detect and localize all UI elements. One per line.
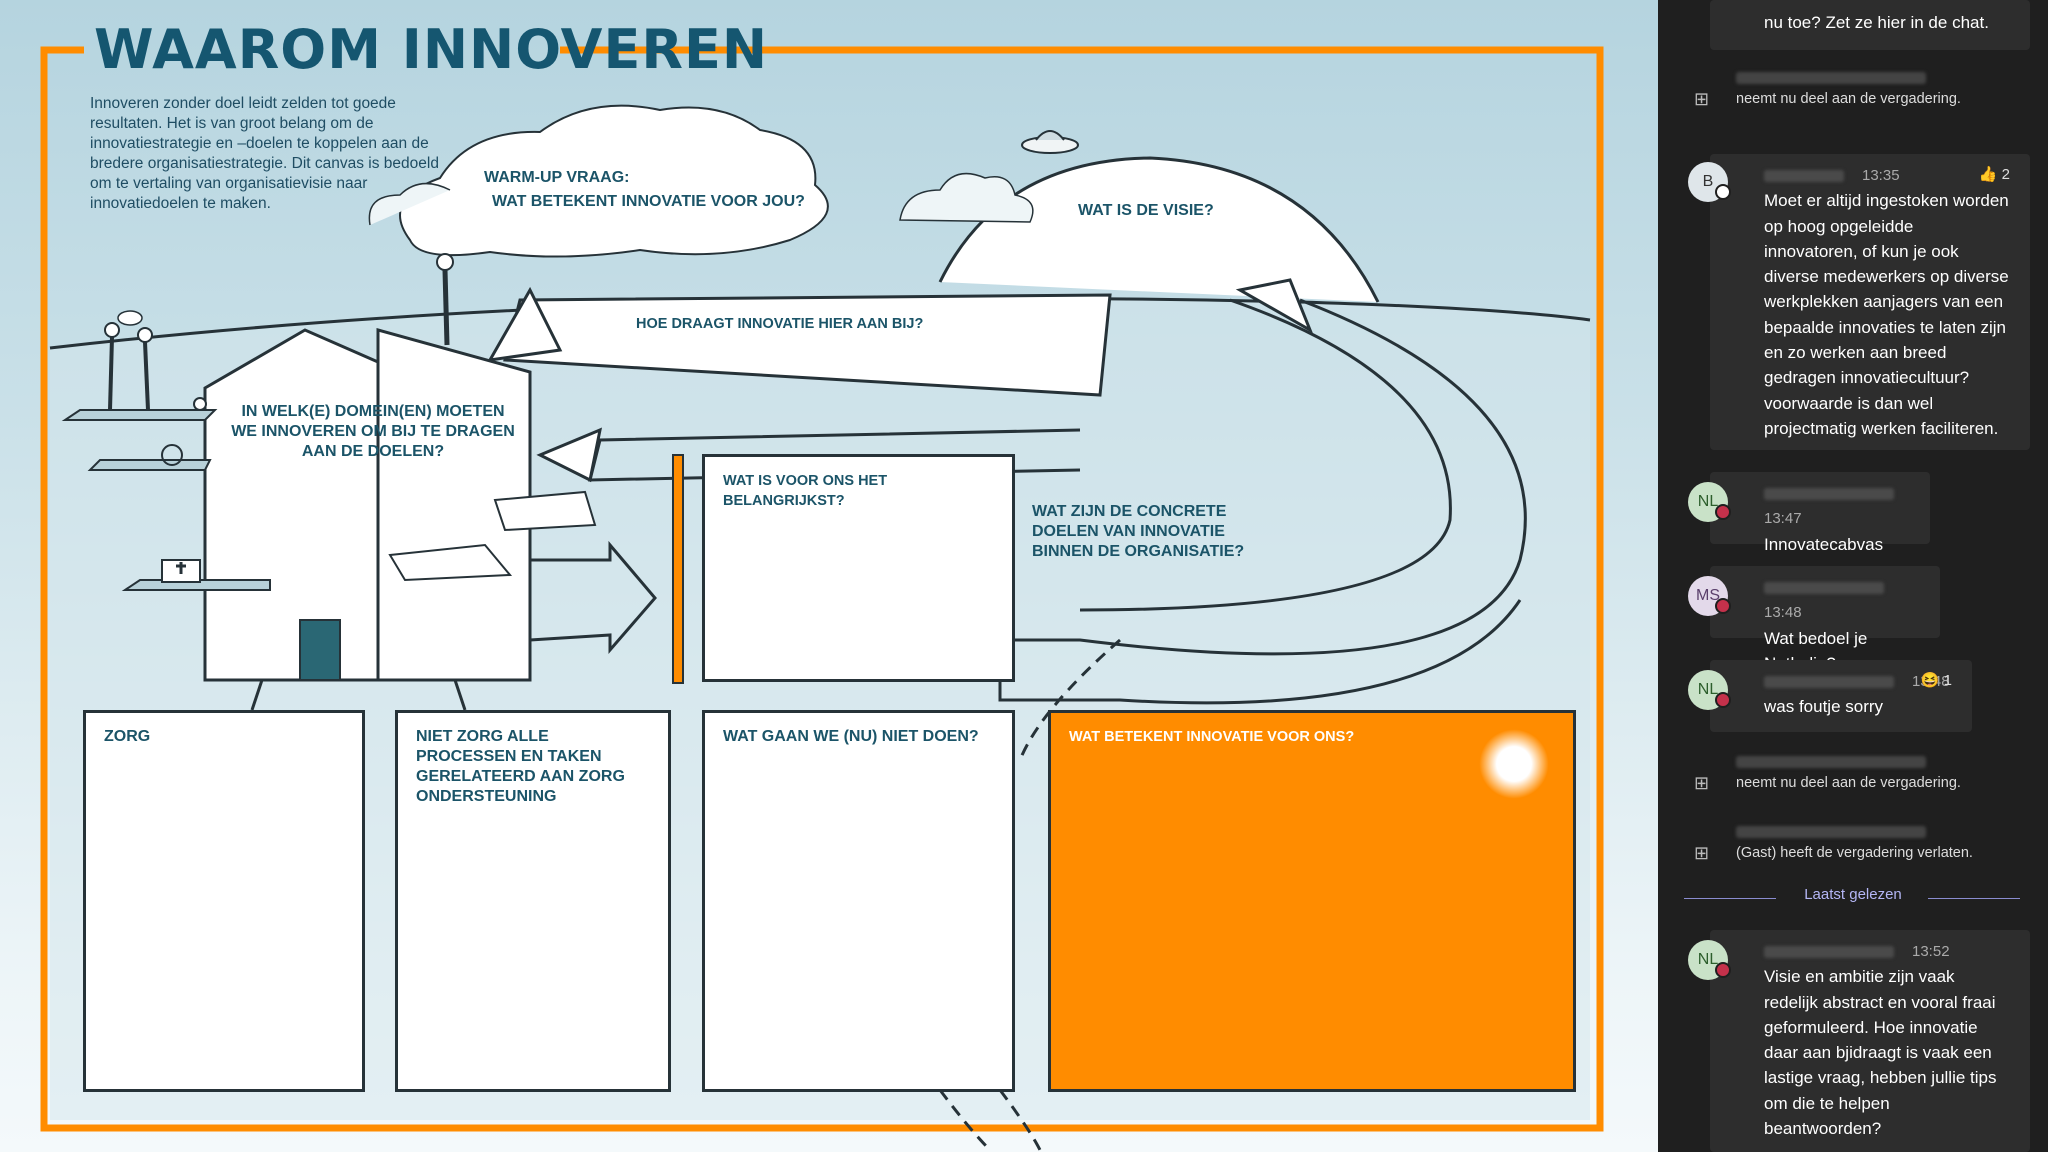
warmup-cloud	[399, 104, 829, 258]
warmup-label: WARM-UP VRAAG:	[484, 169, 630, 186]
innovation-canvas: WAAROM INNOVEREN Innoveren zonder doel l…	[0, 0, 1658, 1152]
panel-niet-doen-label: WAT GAAN WE (NU) NIET DOEN?	[723, 728, 979, 745]
panel-niet-doen[interactable]: WAT GAAN WE (NU) NIET DOEN?	[702, 710, 1015, 1092]
panel-niet-zorg[interactable]: NIET ZORG ALLE PROCESSEN EN TAKEN GERELA…	[395, 710, 671, 1092]
chat-message-2[interactable]: 13:47 Innovatecabvas	[1710, 472, 1930, 554]
orange-frame	[40, 46, 1604, 1132]
chat-message-4-text: was foutje sorry	[1764, 697, 1884, 717]
chat-message-top: nu toe? Zet ze hier in de chat.	[1710, 0, 2030, 50]
participant-join-icon: ⊞	[1694, 773, 1710, 793]
laugh-icon[interactable]: 😆 1	[1920, 672, 1952, 689]
chat-panel[interactable]: nu toe? Zet ze hier in de chat. ⊞ neemt …	[1658, 0, 2048, 1152]
canvas-title: WAAROM INNOVEREN	[94, 18, 769, 81]
system-join-2: ⊞ neemt nu deel aan de vergadering.	[1658, 752, 2048, 812]
panel-most-important[interactable]: WAT IS VOOR ONS HET BELANGRIJKST?	[702, 454, 1015, 682]
canvas-intro: Innoveren zonder doel leidt zelden tot g…	[90, 95, 439, 212]
panel-niet-zorg-label: NIET ZORG ALLE PROCESSEN EN TAKEN GERELA…	[416, 728, 625, 805]
chat-message-1-time: 13:35	[1862, 167, 1900, 184]
avatar[interactable]: NL	[1688, 670, 1731, 710]
system-join-1: ⊞ neemt nu deel aan de vergadering.	[1658, 68, 2048, 128]
door	[299, 619, 341, 681]
chat-message-2-text: Innovatecabvas	[1764, 534, 1884, 554]
panel-zorg-label: ZORG	[104, 728, 151, 745]
contribution-label: HOE DRAAGT INNOVATIE HIER AAN BIJ?	[636, 316, 924, 332]
avatar[interactable]: MS	[1688, 576, 1731, 616]
lightbulb-glow	[1479, 729, 1549, 799]
avatar[interactable]: NL	[1688, 482, 1731, 522]
reaction-count: 2	[2001, 166, 2010, 183]
participant-leave-icon: ⊞	[1694, 843, 1710, 863]
system-join-2-text: neemt nu deel aan de vergadering.	[1736, 775, 1961, 791]
domains-label: IN WELK(E) DOMEIN(EN) MOETEN WE INNOVERE…	[231, 403, 515, 460]
map-icon	[388, 543, 513, 582]
system-leave-text: (Gast) heeft de vergadering verlaten.	[1736, 845, 1973, 861]
chat-message-4[interactable]: 13:48 😆 1 was foutje sorry	[1710, 660, 1972, 732]
orange-pole	[672, 454, 684, 684]
chat-message-1[interactable]: 13:35 👍 2 Moet er altijd ingestoken word…	[1710, 154, 2030, 450]
chat-message-3[interactable]: 13:48 Wat bedoel je Nathalie?	[1710, 566, 1940, 673]
vision-label: WAT IS DE VISIE?	[1078, 202, 1214, 219]
building	[203, 328, 380, 682]
wheelchair-icon	[161, 444, 183, 466]
panel-innovation-for-us-label: WAT BETEKENT INNOVATIE VOOR ONS?	[1069, 729, 1355, 745]
panel-innovation-for-us[interactable]: WAT BETEKENT INNOVATIE VOOR ONS?	[1048, 710, 1576, 1092]
last-read-divider: Laatst gelezen	[1804, 886, 1902, 903]
chat-message-top-text: nu toe? Zet ze hier in de chat.	[1764, 13, 1989, 32]
thumbs-up-icon[interactable]: 👍 2	[1978, 166, 2010, 183]
person-icon	[436, 253, 454, 271]
system-join-1-text: neemt nu deel aan de vergadering.	[1736, 91, 1961, 107]
system-leave: ⊞ (Gast) heeft de vergadering verlaten.	[1658, 822, 2048, 882]
blueprint-icon	[493, 490, 597, 532]
concrete-goals-label: WAT ZIJN DE CONCRETE DOELEN VAN INNOVATI…	[1032, 503, 1245, 560]
warmup-question: WAT BETEKENT INNOVATIE VOOR JOU?	[492, 193, 805, 210]
participant-join-icon: ⊞	[1694, 89, 1710, 109]
chat-message-5[interactable]: 13:52 Visie en ambitie zijn vaak redelij…	[1710, 930, 2030, 1152]
panel-most-important-label: WAT IS VOOR ONS HET BELANGRIJKST?	[723, 473, 888, 509]
chat-message-1-text: Moet er altijd ingestoken worden op hoog…	[1764, 191, 2009, 438]
chat-message-5-text: Visie en ambitie zijn vaak redelijk abst…	[1764, 967, 1997, 1139]
avatar[interactable]: B	[1688, 162, 1731, 202]
panel-zorg[interactable]: ZORG	[83, 710, 365, 1092]
avatar[interactable]: NL	[1688, 940, 1731, 980]
